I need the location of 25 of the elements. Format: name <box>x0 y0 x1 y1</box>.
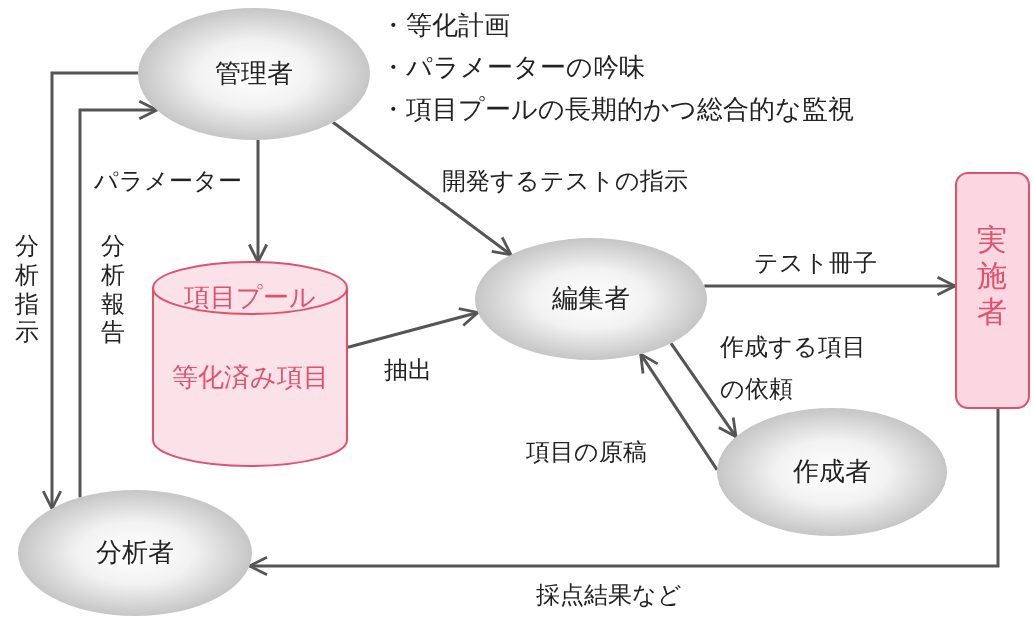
arrow <box>41 71 138 510</box>
role-ellipse <box>475 238 707 360</box>
duty-note: ・パラメーターの吟味 <box>380 54 645 80</box>
arrow <box>639 352 719 471</box>
node-label: 管理者 <box>214 60 294 86</box>
arrow <box>347 307 480 349</box>
role-ellipse <box>18 490 252 616</box>
node-label: 等化済み項目 <box>170 364 330 390</box>
edge-label: 作成する項目の依頼 <box>719 332 867 405</box>
node-label: 分析者 <box>95 539 175 565</box>
node-label: 項目プール <box>183 284 317 310</box>
duty-note: ・項目プールの長期的かつ総合的な監視 <box>380 96 854 122</box>
role-ellipse <box>717 408 947 536</box>
role-ellipse <box>138 8 370 140</box>
node-label: 作成者 <box>792 458 872 484</box>
node-label: 編集者 <box>551 285 631 311</box>
arrow <box>248 409 1000 577</box>
arrow <box>332 121 513 257</box>
role-box <box>955 172 1030 409</box>
arrow <box>78 99 159 498</box>
node-label: 実施者 <box>976 222 1008 330</box>
database-cylinder <box>152 262 348 466</box>
arrow <box>704 275 957 297</box>
duty-note: ・等化計画 <box>380 12 510 38</box>
arrow <box>669 342 738 439</box>
